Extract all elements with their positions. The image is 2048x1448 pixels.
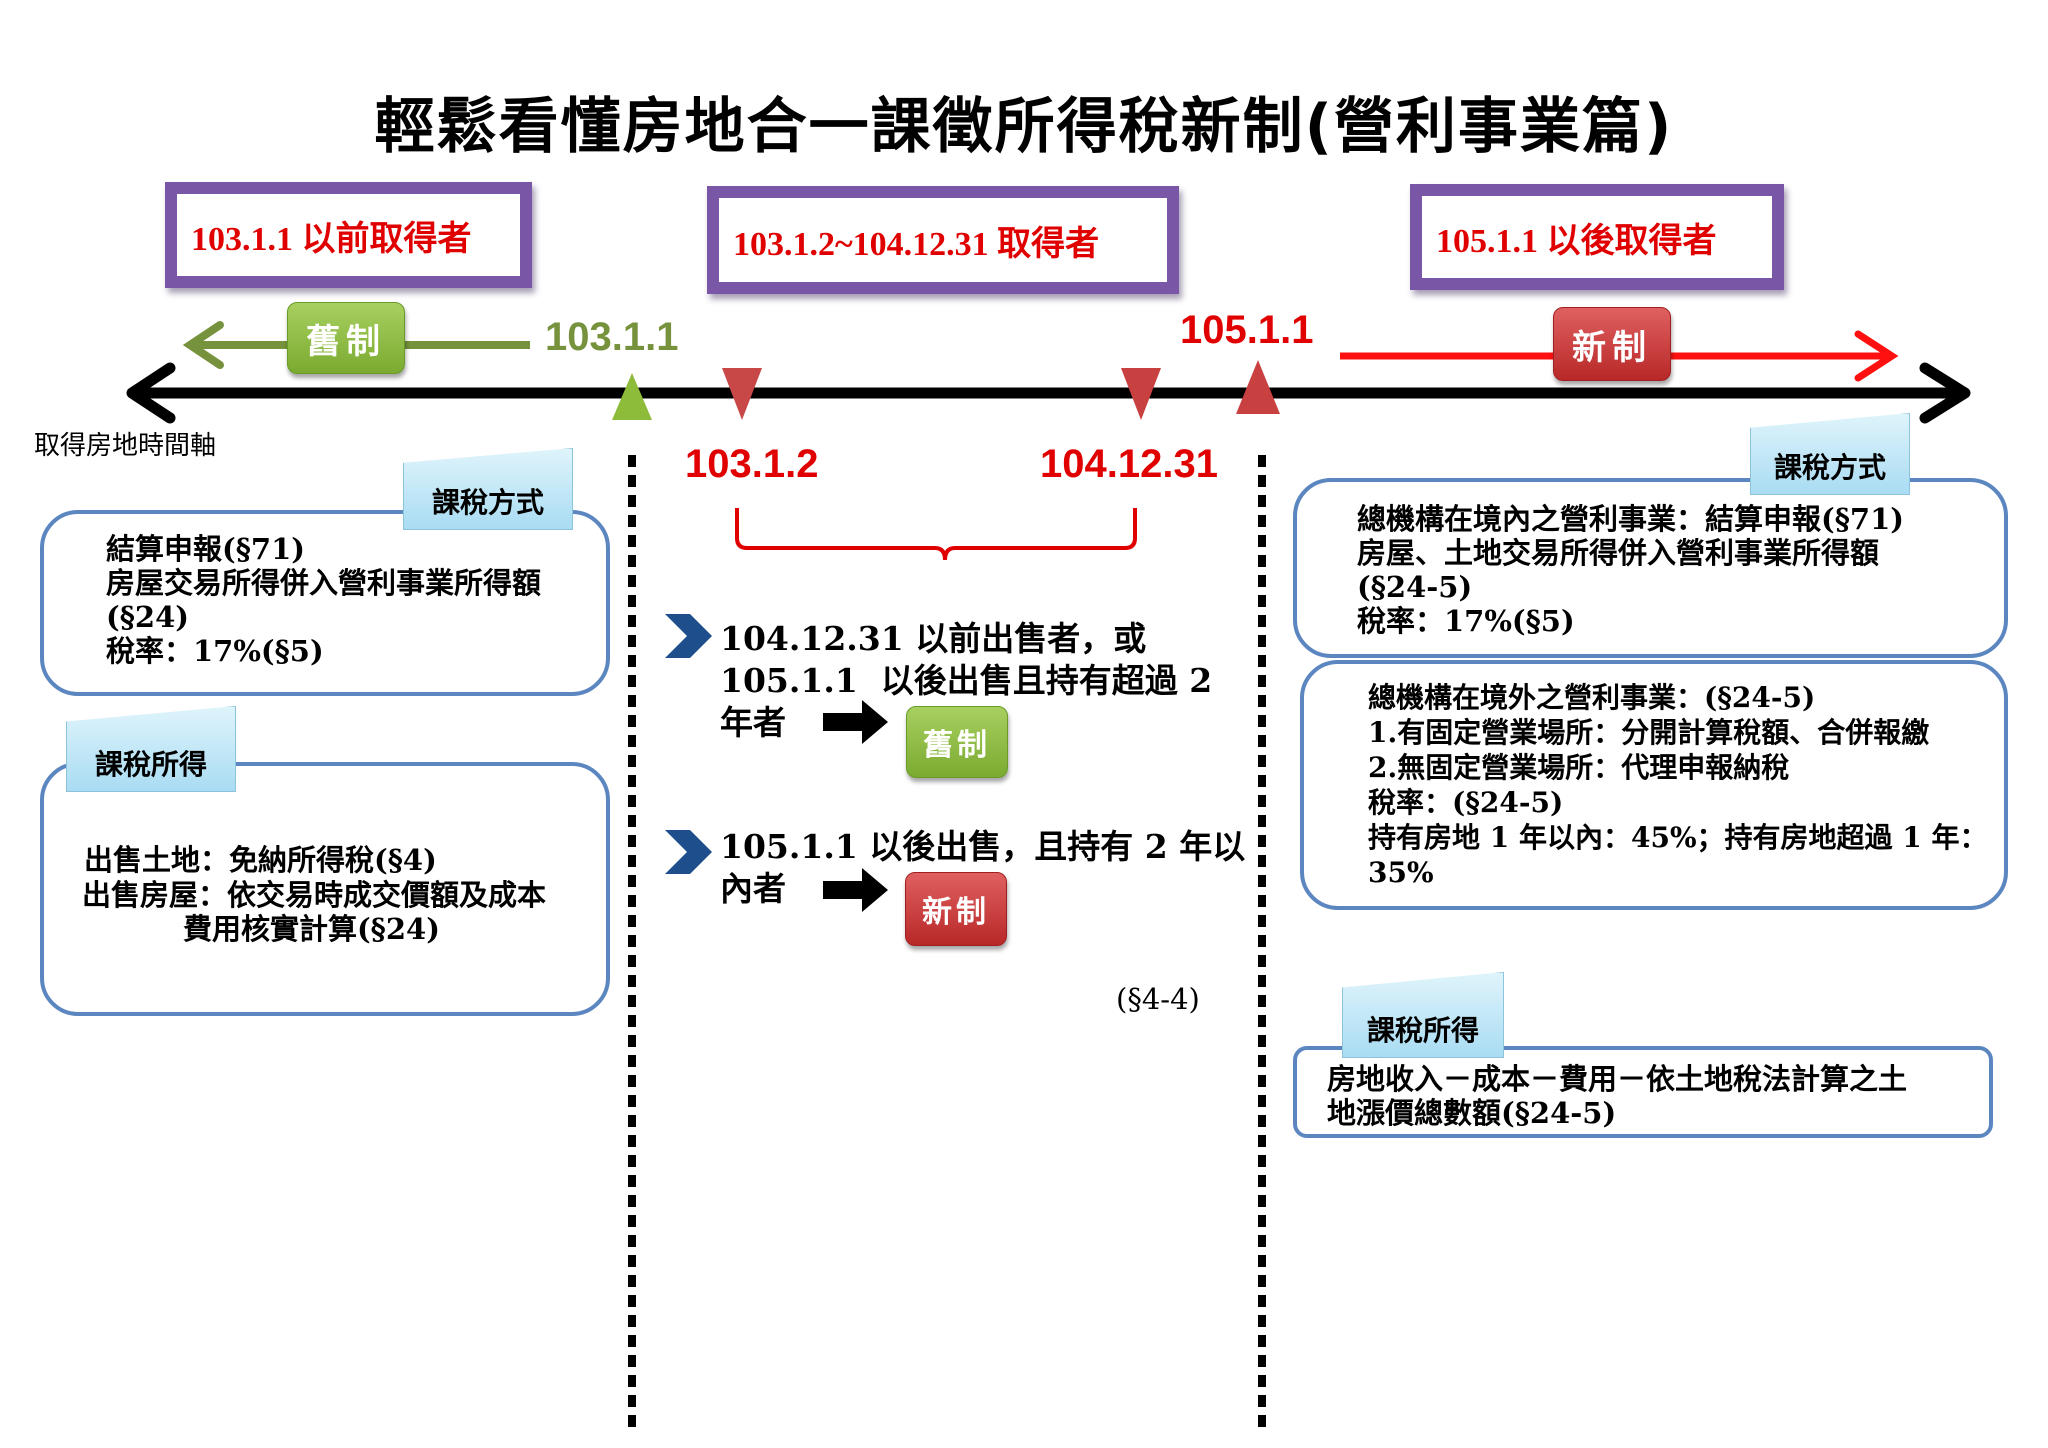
right-domestic-box: 總機構在境內之營利事業：結算申報(§71) 房屋、土地交易所得併入營利事業所得額… bbox=[1293, 478, 2008, 658]
marker-104-12-31 bbox=[1121, 368, 1161, 420]
rule-old-text: 104.12.31 以前出售者，或 105.1.1 以後出售且持有超過 2 年者 bbox=[720, 619, 1213, 742]
left-income-tab: 課稅所得 bbox=[66, 706, 236, 792]
rule-new-result-badge: 新制 bbox=[905, 872, 1007, 946]
chevron-icon bbox=[665, 830, 712, 874]
new-system-arrowhead bbox=[1854, 330, 1899, 382]
period-box-before: 103.1.1 以前取得者 bbox=[165, 182, 532, 288]
left-method-box: 結算申報(§71) 房屋交易所得併入營利事業所得額 (§24) 稅率：17%(§… bbox=[40, 510, 610, 696]
period-bracket bbox=[735, 508, 1137, 561]
rule-new-text: 105.1.1 以後出售，且持有 2 年以 內者 bbox=[720, 827, 1246, 908]
date-103-1-2: 103.1.2 bbox=[685, 442, 819, 486]
right-arrow-icon bbox=[823, 700, 888, 744]
period-box-after: 105.1.1 以後取得者 bbox=[1410, 184, 1784, 290]
divider-dotted-right bbox=[1258, 455, 1266, 1430]
axis-left-arrowhead bbox=[126, 362, 176, 424]
axis-label: 取得房地時間軸 bbox=[34, 431, 217, 461]
right-arrow-icon bbox=[823, 868, 888, 912]
left-method-text: 結算申報(§71) 房屋交易所得併入營利事業所得額 (§24) 稅率：17%(§… bbox=[106, 532, 542, 668]
marker-103-1-2 bbox=[722, 368, 762, 420]
new-system-badge: 新制 bbox=[1553, 307, 1671, 381]
chevron-icon bbox=[665, 614, 712, 658]
right-income-text: 房地收入－成本－費用－依土地稅法計算之土 地漲價總數額(§24-5) bbox=[1327, 1062, 1908, 1130]
axis-right-arrowhead bbox=[1919, 362, 1971, 424]
right-income-box: 房地收入－成本－費用－依土地稅法計算之土 地漲價總數額(§24-5) bbox=[1293, 1046, 1993, 1138]
old-system-badge: 舊制 bbox=[287, 302, 405, 374]
date-104-12-31: 104.12.31 bbox=[1040, 442, 1218, 486]
left-income-box: 出售土地：免納所得稅(§4) 出售房屋：依交易時成交價額及成本 費用核實計算(§… bbox=[40, 762, 610, 1016]
right-income-tab: 課稅所得 bbox=[1342, 972, 1504, 1058]
rule-old-result-badge: 舊制 bbox=[906, 706, 1008, 778]
right-foreign-box: 總機構在境外之營利事業：(§24-5) 1.有固定營業場所：分開計算稅額、合併報… bbox=[1300, 660, 2008, 910]
old-system-arrowhead bbox=[182, 321, 224, 369]
left-income-item: 出售土地：免納所得稅(§4) bbox=[84, 843, 437, 877]
period-box-middle: 103.1.2~104.12.31 取得者 bbox=[707, 186, 1179, 294]
marker-103-1-1 bbox=[612, 373, 652, 420]
period-label: 103.1.2~104.12.31 取得者 bbox=[733, 225, 1100, 263]
period-label: 105.1.1 以後取得者 bbox=[1436, 222, 1717, 260]
period-label: 103.1.1 以前取得者 bbox=[191, 220, 472, 258]
date-103-1-1: 103.1.1 bbox=[545, 315, 679, 359]
right-domestic-text: 總機構在境內之營利事業：結算申報(§71) 房屋、土地交易所得併入營利事業所得額… bbox=[1357, 502, 1904, 638]
law-reference: (§4-4) bbox=[1116, 982, 1200, 1016]
right-method-tab: 課稅方式 bbox=[1750, 413, 1910, 495]
page-title: 輕鬆看懂房地合一課徵所得稅新制(營利事業篇) bbox=[374, 92, 1674, 162]
right-foreign-text: 總機構在境外之營利事業：(§24-5) 1.有固定營業場所：分開計算稅額、合併報… bbox=[1368, 681, 1988, 889]
divider-dotted-left bbox=[628, 455, 636, 1435]
marker-105-1-1 bbox=[1236, 360, 1280, 414]
date-105-1-1: 105.1.1 bbox=[1180, 308, 1314, 352]
left-income-item: 出售房屋：依交易時成交價額及成本 費用核實計算(§24) bbox=[82, 878, 547, 946]
